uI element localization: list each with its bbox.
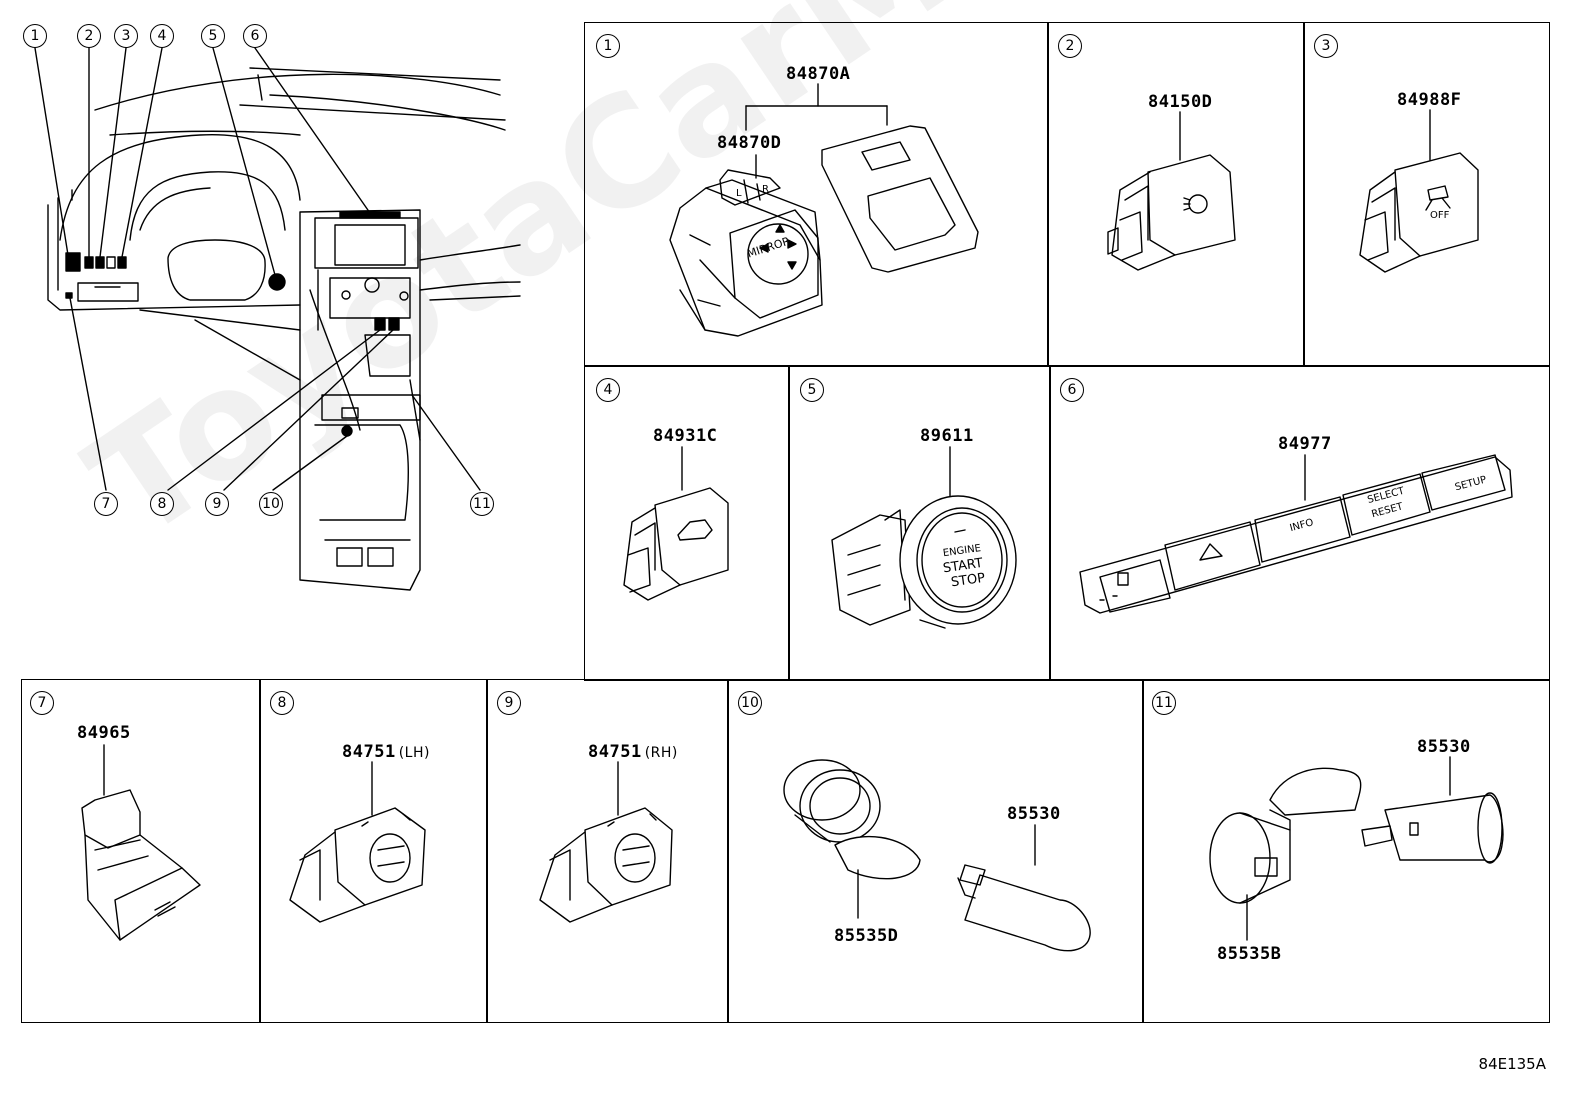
cell-8-index: 8 — [270, 691, 294, 715]
cell-7 — [21, 679, 261, 1023]
part-label-85535B[interactable]: 85535B — [1217, 944, 1282, 964]
callout-10[interactable]: 10 — [259, 492, 283, 516]
part-label-85530-b[interactable]: 85530 — [1417, 737, 1471, 757]
part-label-84965[interactable]: 84965 — [77, 723, 131, 743]
callout-7[interactable]: 7 — [94, 492, 118, 516]
start-label: START — [942, 556, 984, 576]
part-label-89611[interactable]: 89611 — [920, 426, 974, 446]
part-number: 84751 — [342, 742, 396, 762]
callout-1[interactable]: 1 — [23, 24, 47, 48]
part-number: 84751 — [588, 742, 642, 762]
part-label-84751-rh[interactable]: 84751(RH) — [588, 742, 678, 762]
callout-3[interactable]: 3 — [114, 24, 138, 48]
stop-label: STOP — [950, 571, 986, 591]
cell-7-index: 7 — [30, 691, 54, 715]
callout-5[interactable]: 5 — [201, 24, 225, 48]
hazard-info-switch-strip-drawing: INFO SELECT RESET SETUP — [1079, 454, 1513, 614]
cell-9-index: 9 — [497, 691, 521, 715]
cell-8 — [259, 679, 488, 1023]
diagram-code: 84E135A — [1478, 1055, 1546, 1073]
seat-heater-switch-rh-drawing — [539, 761, 673, 923]
cell-9 — [486, 679, 729, 1023]
callout-4[interactable]: 4 — [150, 24, 174, 48]
vsc-off-label: OFF — [1430, 210, 1450, 221]
seat-heater-switch-lh-drawing — [289, 761, 426, 923]
headlamp-cleaner-switch-drawing — [1107, 111, 1236, 271]
part-label-84751-lh[interactable]: 84751(LH) — [342, 742, 430, 762]
power-outlet-rh-drawing — [1209, 756, 1504, 941]
cell-4-index: 4 — [596, 378, 620, 402]
engine-label: ENGINE — [942, 543, 981, 559]
cell-1-index: 1 — [596, 34, 620, 58]
part-label-84988F[interactable]: 84988F — [1397, 90, 1462, 110]
callout-11[interactable]: 11 — [470, 492, 494, 516]
part-label-85530-a[interactable]: 85530 — [1007, 804, 1061, 824]
cell-3-index: 3 — [1314, 34, 1338, 58]
part-label-84150D[interactable]: 84150D — [1148, 92, 1213, 112]
rear-sunshade-switch-drawing — [81, 744, 201, 941]
callout-9[interactable]: 9 — [205, 492, 229, 516]
cell-6-index: 6 — [1060, 378, 1084, 402]
part-side-suffix: (LH) — [398, 745, 430, 761]
svg-text:R: R — [762, 184, 769, 195]
cell-2-index: 2 — [1058, 34, 1082, 58]
part-label-84870D[interactable]: 84870D — [717, 133, 782, 153]
engine-start-button-drawing: ENGINE START STOP — [831, 446, 1017, 629]
cell-10-index: 10 — [738, 691, 762, 715]
callout-2[interactable]: 2 — [77, 24, 101, 48]
callout-6[interactable]: 6 — [243, 24, 267, 48]
cell-11 — [1142, 679, 1550, 1023]
cell-3 — [1303, 22, 1550, 367]
svg-text:L: L — [736, 188, 742, 199]
cell-4 — [584, 365, 790, 681]
cell-1 — [584, 22, 1049, 367]
cell-2 — [1047, 22, 1305, 367]
cell-11-index: 11 — [1152, 691, 1176, 715]
part-label-84931C[interactable]: 84931C — [653, 426, 718, 446]
part-label-84870A[interactable]: 84870A — [786, 64, 851, 84]
trunk-opener-switch-drawing — [623, 446, 729, 601]
cell-5-index: 5 — [800, 378, 824, 402]
cell-10 — [727, 679, 1144, 1023]
part-label-84977[interactable]: 84977 — [1278, 434, 1332, 454]
cell-6 — [1049, 365, 1550, 681]
mirror-switch-drawing: MIRROR L R — [669, 83, 979, 337]
callout-8[interactable]: 8 — [150, 492, 174, 516]
part-label-85535D[interactable]: 85535D — [834, 926, 899, 946]
power-outlet-lh-drawing — [783, 759, 1091, 952]
cell-5 — [788, 365, 1051, 681]
vsc-off-switch-drawing: OFF — [1359, 109, 1479, 273]
part-side-suffix: (RH) — [644, 745, 678, 761]
